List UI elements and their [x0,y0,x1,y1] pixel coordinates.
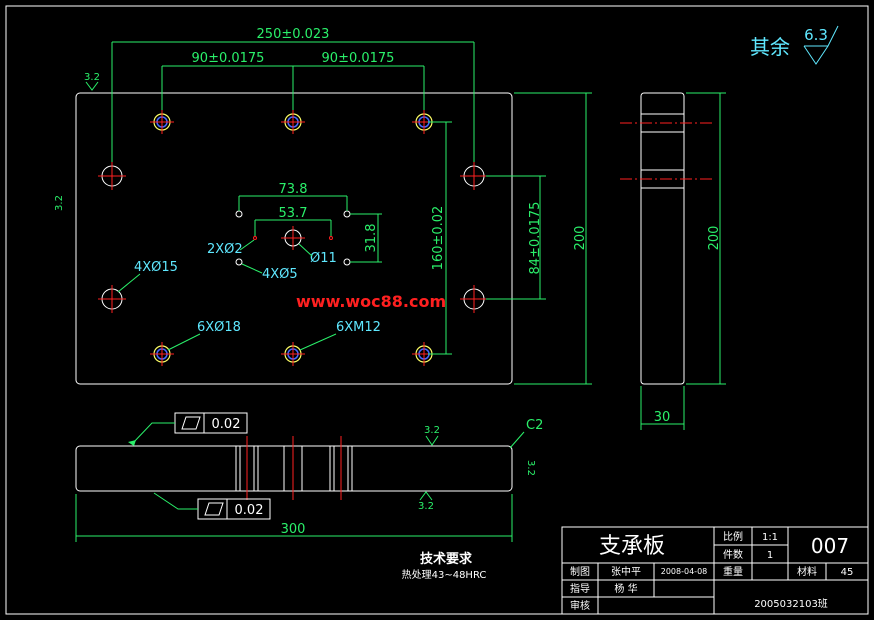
dim-inner-pitch: 53.7 [279,206,308,221]
hole-top-center [281,110,305,134]
roughness-symbol-icon [803,25,839,65]
count-value: 1 [767,550,773,561]
dim-overall-width: 250±0.023 [257,27,330,42]
dim-hole-pitch-left: 90±0.0175 [192,51,265,66]
drawn-date: 2008-04-08 [661,567,708,576]
tech-req-line1: 热处理43~48HRC [402,568,487,581]
ra-left: 3.2 [54,195,65,211]
drawing-border [5,5,869,615]
dim-hole-pitch-right: 90±0.0175 [322,51,395,66]
gdt-flatness-bottom: 0.02 [197,498,271,520]
dim-vertical-84: 84±0.0175 [528,202,543,275]
material-label: 材料 [797,565,817,578]
ra-bottom-right: 3.2 [525,460,536,476]
guide-label: 指导 [570,582,590,595]
hole-corner-upper-right [460,162,488,190]
hole-bottom-center [281,342,305,366]
hole-corner-lower-right [460,285,488,313]
dim-vertical-small: 31.8 [364,224,379,253]
part-name: 支承板 [599,534,665,559]
drawn-name: 张中平 [611,565,641,578]
top-view-plate [75,445,513,492]
hole-bottom-left [150,342,174,366]
ra-bottom-top: 3.2 [424,425,440,436]
tech-req-title: 技术要求 [420,551,473,567]
scale-value: 1:1 [762,532,778,543]
hole-small-4 [343,258,351,266]
gdt-flatness-top: 0.02 [174,412,248,434]
callout-pin-holes: 2XØ2 [207,242,243,257]
pin-hole-left [253,236,257,240]
pin-hole-right [329,236,333,240]
ra-bottom-under: 3.2 [418,501,434,512]
hole-corner-upper-left [98,162,126,190]
callout-small-holes: 4XØ5 [262,267,298,282]
count-label: 件数 [723,548,743,561]
drawn-label: 制图 [570,565,590,578]
surface-rest-value: 6.3 [804,26,828,44]
class-code: 2005032103班 [754,598,828,610]
drawing-number: 007 [811,534,849,558]
ra-top-left: 3.2 [84,72,100,83]
front-view-plate [75,92,513,385]
guide-name: 杨 华 [614,582,637,595]
callout-tapped-holes: 6XM12 [336,320,381,335]
svg-text:0.02: 0.02 [235,503,264,518]
review-label: 审核 [570,599,590,612]
hole-small-2 [343,210,351,218]
hole-small-3 [235,258,243,266]
dim-inner-width: 73.8 [279,182,308,197]
surface-rest-label: 其余 [750,35,790,59]
chamfer-label: C2 [526,418,543,433]
callout-center-hole: Ø11 [310,251,337,266]
weight-label: 重量 [723,565,743,578]
material-value: 45 [841,567,854,578]
callout-counterbore-holes: 6XØ18 [197,320,241,335]
dim-length-bottom: 300 [281,522,306,537]
dim-height-front: 200 [573,226,588,251]
scale-label: 比例 [723,530,743,543]
hole-top-left [150,110,174,134]
dim-vertical-160: 160±0.02 [431,206,446,271]
dim-side-thickness: 30 [654,410,671,425]
watermark: www.woc88.com [296,292,446,311]
svg-text:0.02: 0.02 [212,417,241,432]
hole-center-11 [281,226,305,250]
hole-small-1 [235,210,243,218]
side-view [640,92,685,385]
title-block [561,526,869,615]
dim-height-side: 200 [707,226,722,251]
hole-corner-lower-left [98,285,126,313]
callout-corner-holes: 4XØ15 [134,260,178,275]
